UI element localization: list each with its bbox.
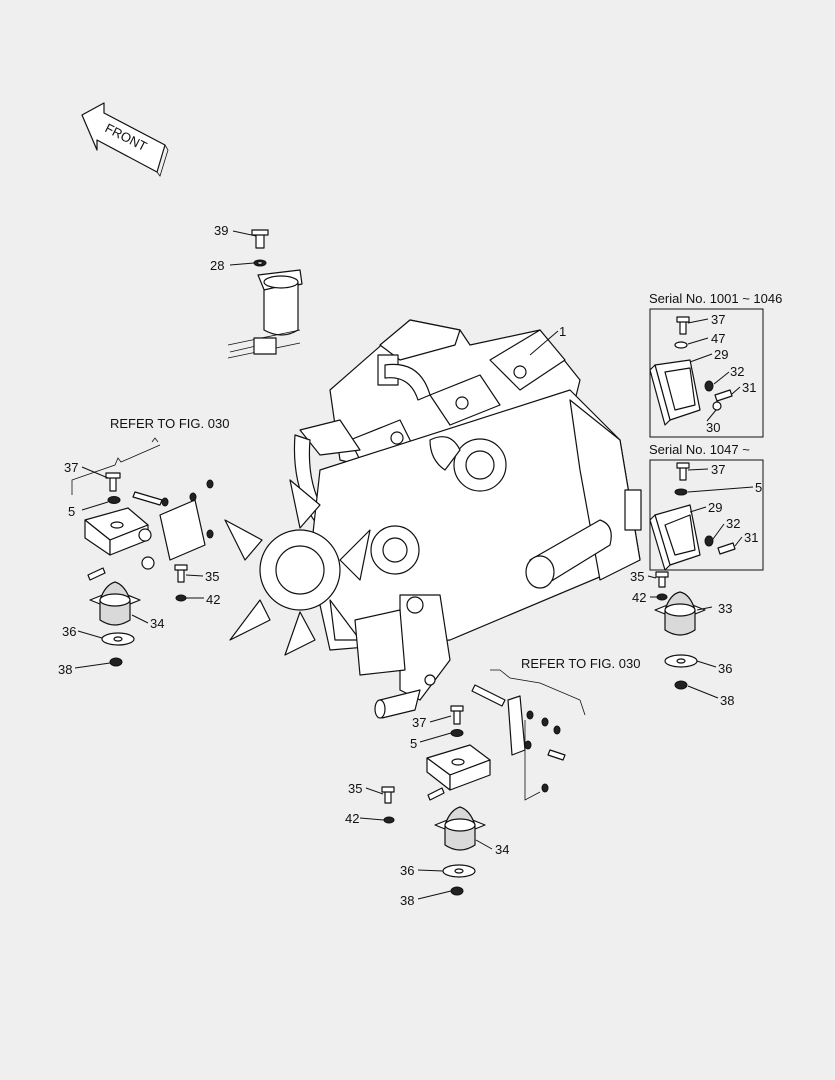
callout-mid-34: 34 (495, 842, 509, 857)
serial-b-parts (649, 462, 736, 571)
callout-b-5: 5 (755, 480, 762, 495)
callout-left-35: 35 (205, 569, 219, 584)
callout-mid-42: 42 (345, 811, 359, 826)
callout-right-42: 42 (632, 590, 646, 605)
callout-b-37: 37 (711, 462, 725, 477)
serial-a-parts (649, 316, 733, 426)
refer-left-note: REFER TO FIG. 030 (110, 416, 229, 431)
engine-assembly (224, 319, 642, 719)
callout-mid-35: 35 (348, 781, 362, 796)
callout-left-38: 38 (58, 662, 72, 677)
callout-left-42: 42 (206, 592, 220, 607)
callout-a-37: 37 (711, 312, 725, 327)
callout-left-34: 34 (150, 616, 164, 631)
middle-mount-group (381, 669, 586, 896)
callout-a-31: 31 (742, 380, 756, 395)
callout-mid-38: 38 (400, 893, 414, 908)
callout-right-38: 38 (720, 693, 734, 708)
callout-right-36: 36 (718, 661, 732, 676)
refer-right-note: REFER TO FIG. 030 (521, 656, 640, 671)
serial-b-heading: Serial No. 1047 ~ (649, 442, 750, 457)
callout-a-32: 32 (730, 364, 744, 379)
right-mount-parts (654, 571, 706, 690)
callout-b-29: 29 (708, 500, 722, 515)
callout-28: 28 (210, 258, 224, 273)
callout-left-37: 37 (64, 460, 78, 475)
callout-a-47: 47 (711, 331, 725, 346)
callout-b-31: 31 (744, 530, 758, 545)
callout-a-29: 29 (714, 347, 728, 362)
callout-left-36: 36 (62, 624, 76, 639)
callout-mid-36: 36 (400, 863, 414, 878)
left-mount-group (71, 437, 214, 667)
serial-a-heading: Serial No. 1001 ~ 1046 (649, 291, 782, 306)
callout-1: 1 (559, 324, 566, 339)
callout-mid-37: 37 (412, 715, 426, 730)
callout-left-5: 5 (68, 504, 75, 519)
fuel-filter (227, 229, 303, 359)
callout-b-32: 32 (726, 516, 740, 531)
callout-right-33: 33 (718, 601, 732, 616)
callout-mid-5: 5 (410, 736, 417, 751)
callout-right-35: 35 (630, 569, 644, 584)
callout-a-30: 30 (706, 420, 720, 435)
front-arrow-icon: FRONT (81, 102, 169, 177)
leader-lines (74, 230, 754, 900)
callout-39: 39 (214, 223, 228, 238)
